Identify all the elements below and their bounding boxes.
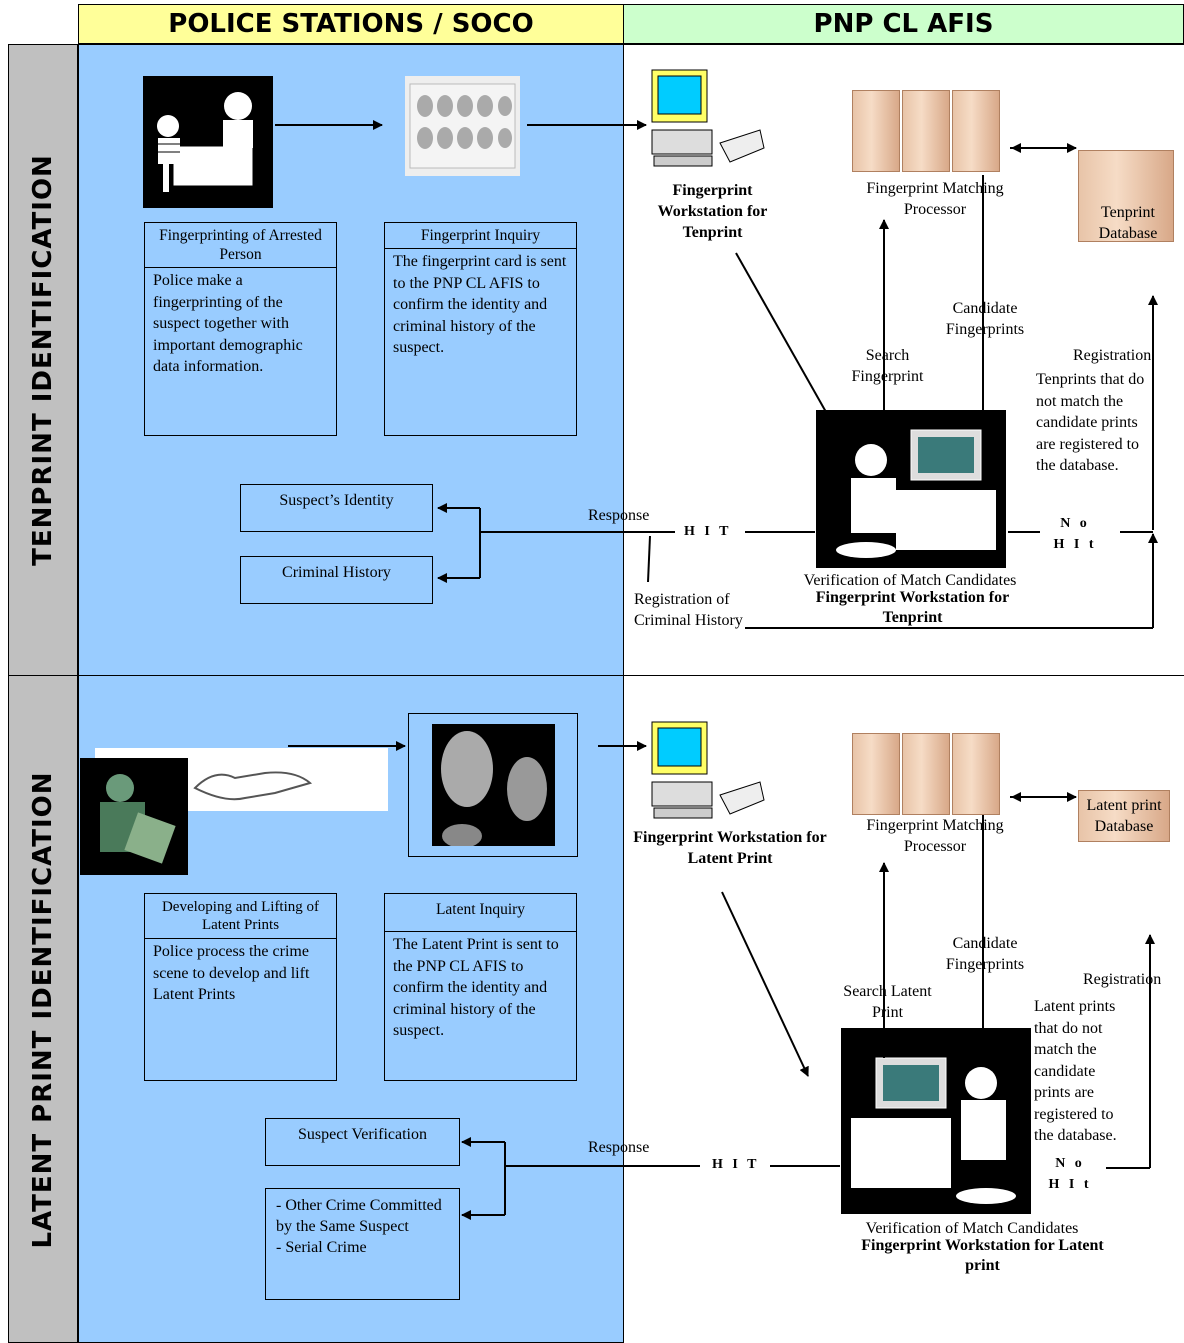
- server-icon-tenprint: [852, 90, 1002, 172]
- box-title: Fingerprint Inquiry: [385, 223, 576, 249]
- no-hit-line1: N o: [1055, 1156, 1085, 1171]
- database-icon-tenprint: [1078, 150, 1174, 242]
- verification-label-tenprint: Verification of Match Candidates: [803, 572, 1017, 589]
- suspect-verification-box: Suspect Verification: [265, 1118, 460, 1166]
- registration-criminal-history: Registration of Criminal History: [634, 591, 743, 629]
- box-body: Police process the crime scene to develo…: [153, 943, 310, 1003]
- workstation-label-tenprint: Fingerprint Workstation for Tenprint: [657, 182, 768, 241]
- matching-processor-tenprint: Fingerprint Matching Processor: [866, 180, 1004, 218]
- workstation-label-latent: Fingerprint Workstation for Latent Print: [633, 829, 827, 867]
- hit-label-latent: H I T: [708, 1157, 764, 1173]
- no-hit-label-tenprint: N o H I t: [1045, 513, 1105, 555]
- no-hit-label-latent: N o H I t: [1040, 1153, 1100, 1195]
- verification-ws-tenprint: Fingerprint Workstation for Tenprint: [815, 589, 1010, 626]
- registration-label-tenprint: Registration: [1073, 347, 1152, 364]
- header-police-stations: POLICE STATIONS / SOCO: [78, 4, 624, 44]
- box-title: Latent Inquiry: [385, 894, 576, 932]
- no-hit-line2: H I t: [1053, 537, 1097, 552]
- verification-ws-latent: Fingerprint Workstation for Latent print: [861, 1237, 1104, 1274]
- database-label-latent: Latent print Database: [1086, 797, 1162, 835]
- box-title: Developing and Lifting of Latent Prints: [145, 894, 336, 939]
- matching-processor-latent: Fingerprint Matching Processor: [866, 817, 1004, 855]
- box-body: The fingerprint card is sent to the PNP …: [393, 253, 567, 356]
- no-hit-line2: H I t: [1048, 1177, 1092, 1192]
- workstation-icon-tenprint: [650, 68, 765, 173]
- fingerprint-card-image: [405, 76, 520, 176]
- other-crime-box: - Other Crime Committed by the Same Susp…: [265, 1188, 460, 1300]
- box-title: Fingerprinting of Arrested Person: [145, 223, 336, 268]
- arrest-illustration: [143, 76, 273, 208]
- workstation-icon-latent: [650, 720, 765, 825]
- registration-note-latent: Latent prints that do not match the cand…: [1034, 998, 1117, 1144]
- box-body: Police make a fingerprinting of the susp…: [153, 272, 303, 375]
- response-label-latent: Response: [588, 1139, 650, 1156]
- verification-operator-tenprint: [816, 410, 1006, 568]
- criminal-history-box: Criminal History: [240, 556, 433, 604]
- investigator-image: [80, 758, 188, 875]
- search-label-tenprint: Search Fingerprint: [851, 347, 924, 385]
- response-label-tenprint: Response: [588, 507, 650, 524]
- hit-label-tenprint: H I T: [680, 524, 736, 540]
- database-label-tenprint: Tenprint Database: [1098, 204, 1158, 242]
- header-pnp-cl-afis: PNP CL AFIS: [623, 4, 1184, 44]
- verification-label-latent: Verification of Match Candidates: [865, 1220, 1079, 1237]
- search-label-latent: Search Latent Print: [843, 983, 932, 1021]
- latent-print-image-frame: [408, 713, 578, 857]
- row-band-tenprint: [8, 44, 78, 676]
- no-hit-line1: N o: [1060, 516, 1090, 531]
- afis-panel-latent: [623, 675, 1184, 1343]
- box-fingerprint-inquiry: Fingerprint Inquiry The fingerprint card…: [384, 222, 577, 436]
- suspect-identity-box: Suspect’s Identity: [240, 484, 433, 532]
- candidate-label-tenprint: Candidate Fingerprints: [945, 300, 1025, 338]
- candidate-label-latent: Candidate Fingerprints: [945, 935, 1025, 973]
- box-fingerprinting-arrested: Fingerprinting of Arrested Person Police…: [144, 222, 337, 436]
- registration-label-latent: Registration: [1083, 971, 1162, 988]
- registration-note-tenprint: Tenprints that do not match the candidat…: [1036, 371, 1145, 474]
- box-latent-inquiry: Latent Inquiry The Latent Print is sent …: [384, 893, 577, 1081]
- box-body: The Latent Print is sent to the PNP CL A…: [393, 936, 559, 1039]
- server-icon-latent: [852, 733, 1002, 815]
- database-icon-latent: [1078, 790, 1170, 842]
- box-developing-lifting: Developing and Lifting of Latent Prints …: [144, 893, 337, 1081]
- verification-operator-latent: [841, 1028, 1031, 1214]
